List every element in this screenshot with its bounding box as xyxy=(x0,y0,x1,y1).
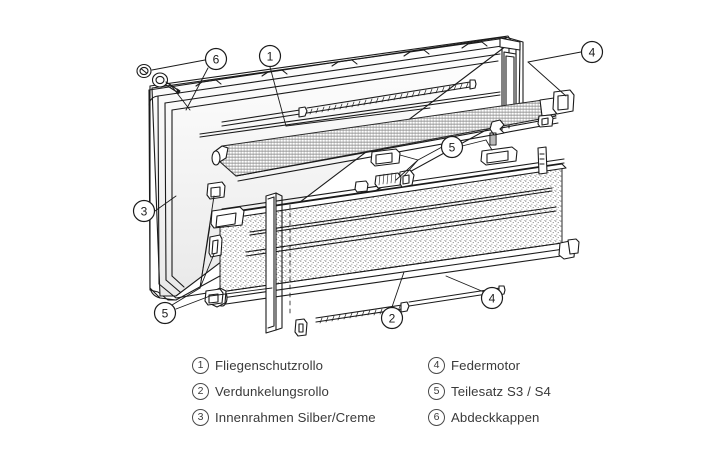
callout-6: 6 xyxy=(204,47,228,71)
callout-2: 2 xyxy=(380,306,404,330)
legend-number-6: 6 xyxy=(428,408,445,426)
legend-label-1: Fliegenschutzrollo xyxy=(215,357,324,373)
callout-1-number: 1 xyxy=(267,50,274,64)
legend-number-4: 4 xyxy=(428,356,445,374)
legend-label-4: Federmotor xyxy=(451,357,521,373)
legend-label-5: Teilesatz S3 / S4 xyxy=(451,383,551,399)
callout-5-middle-number: 5 xyxy=(449,141,456,155)
legend-column-left: 1 Fliegenschutzrollo 2 Verdunkelungsroll… xyxy=(192,352,376,430)
callout-4-bottom: 4 xyxy=(480,286,504,310)
callout-3: 3 xyxy=(132,199,156,223)
legend-number-2: 2 xyxy=(192,382,209,400)
callout-3-number: 3 xyxy=(141,205,148,219)
callout-5-bottom: 5 xyxy=(153,301,177,325)
cover-caps-part xyxy=(136,63,181,95)
legend-number-1: 1 xyxy=(192,356,209,374)
fly-screen-part xyxy=(199,79,575,182)
callout-4-top-number: 4 xyxy=(589,46,596,60)
callout-1: 1 xyxy=(258,44,282,68)
legend-label-3: Innenrahmen Silber/Creme xyxy=(215,409,376,425)
legend-label-6: Abdeckkappen xyxy=(451,409,540,425)
leader-lines xyxy=(151,51,582,310)
legend-number-3: 3 xyxy=(192,408,209,426)
callout-4-top: 4 xyxy=(580,40,604,64)
blackout-blind-part xyxy=(210,158,580,308)
legend-column-right: 4 Federmotor 5 Teilesatz S3 / S4 6 Abdec… xyxy=(428,352,551,430)
parts-kit-components xyxy=(204,114,554,337)
legend-item-4: 4 Federmotor xyxy=(428,352,551,378)
callout-2-number: 2 xyxy=(389,312,396,326)
callout-markers: 1 2 3 4 4 5 5 xyxy=(132,40,604,330)
legend-item-2: 2 Verdunkelungsrollo xyxy=(192,378,376,404)
legend-number-5: 5 xyxy=(428,382,445,400)
legend-item-5: 5 Teilesatz S3 / S4 xyxy=(428,378,551,404)
exploded-diagram: 1 2 3 4 4 5 5 xyxy=(132,35,604,337)
callout-5-middle: 5 xyxy=(440,135,464,159)
callout-5-bottom-number: 5 xyxy=(162,307,169,321)
legend-item-1: 1 Fliegenschutzrollo xyxy=(192,352,376,378)
legend-item-6: 6 Abdeckkappen xyxy=(428,404,551,430)
legend-label-2: Verdunkelungsrollo xyxy=(215,383,329,399)
callout-6-number: 6 xyxy=(213,53,220,67)
legend-item-3: 3 Innenrahmen Silber/Creme xyxy=(192,404,376,430)
legend: 1 Fliegenschutzrollo 2 Verdunkelungsroll… xyxy=(0,352,713,452)
callout-4-bottom-number: 4 xyxy=(489,292,496,306)
